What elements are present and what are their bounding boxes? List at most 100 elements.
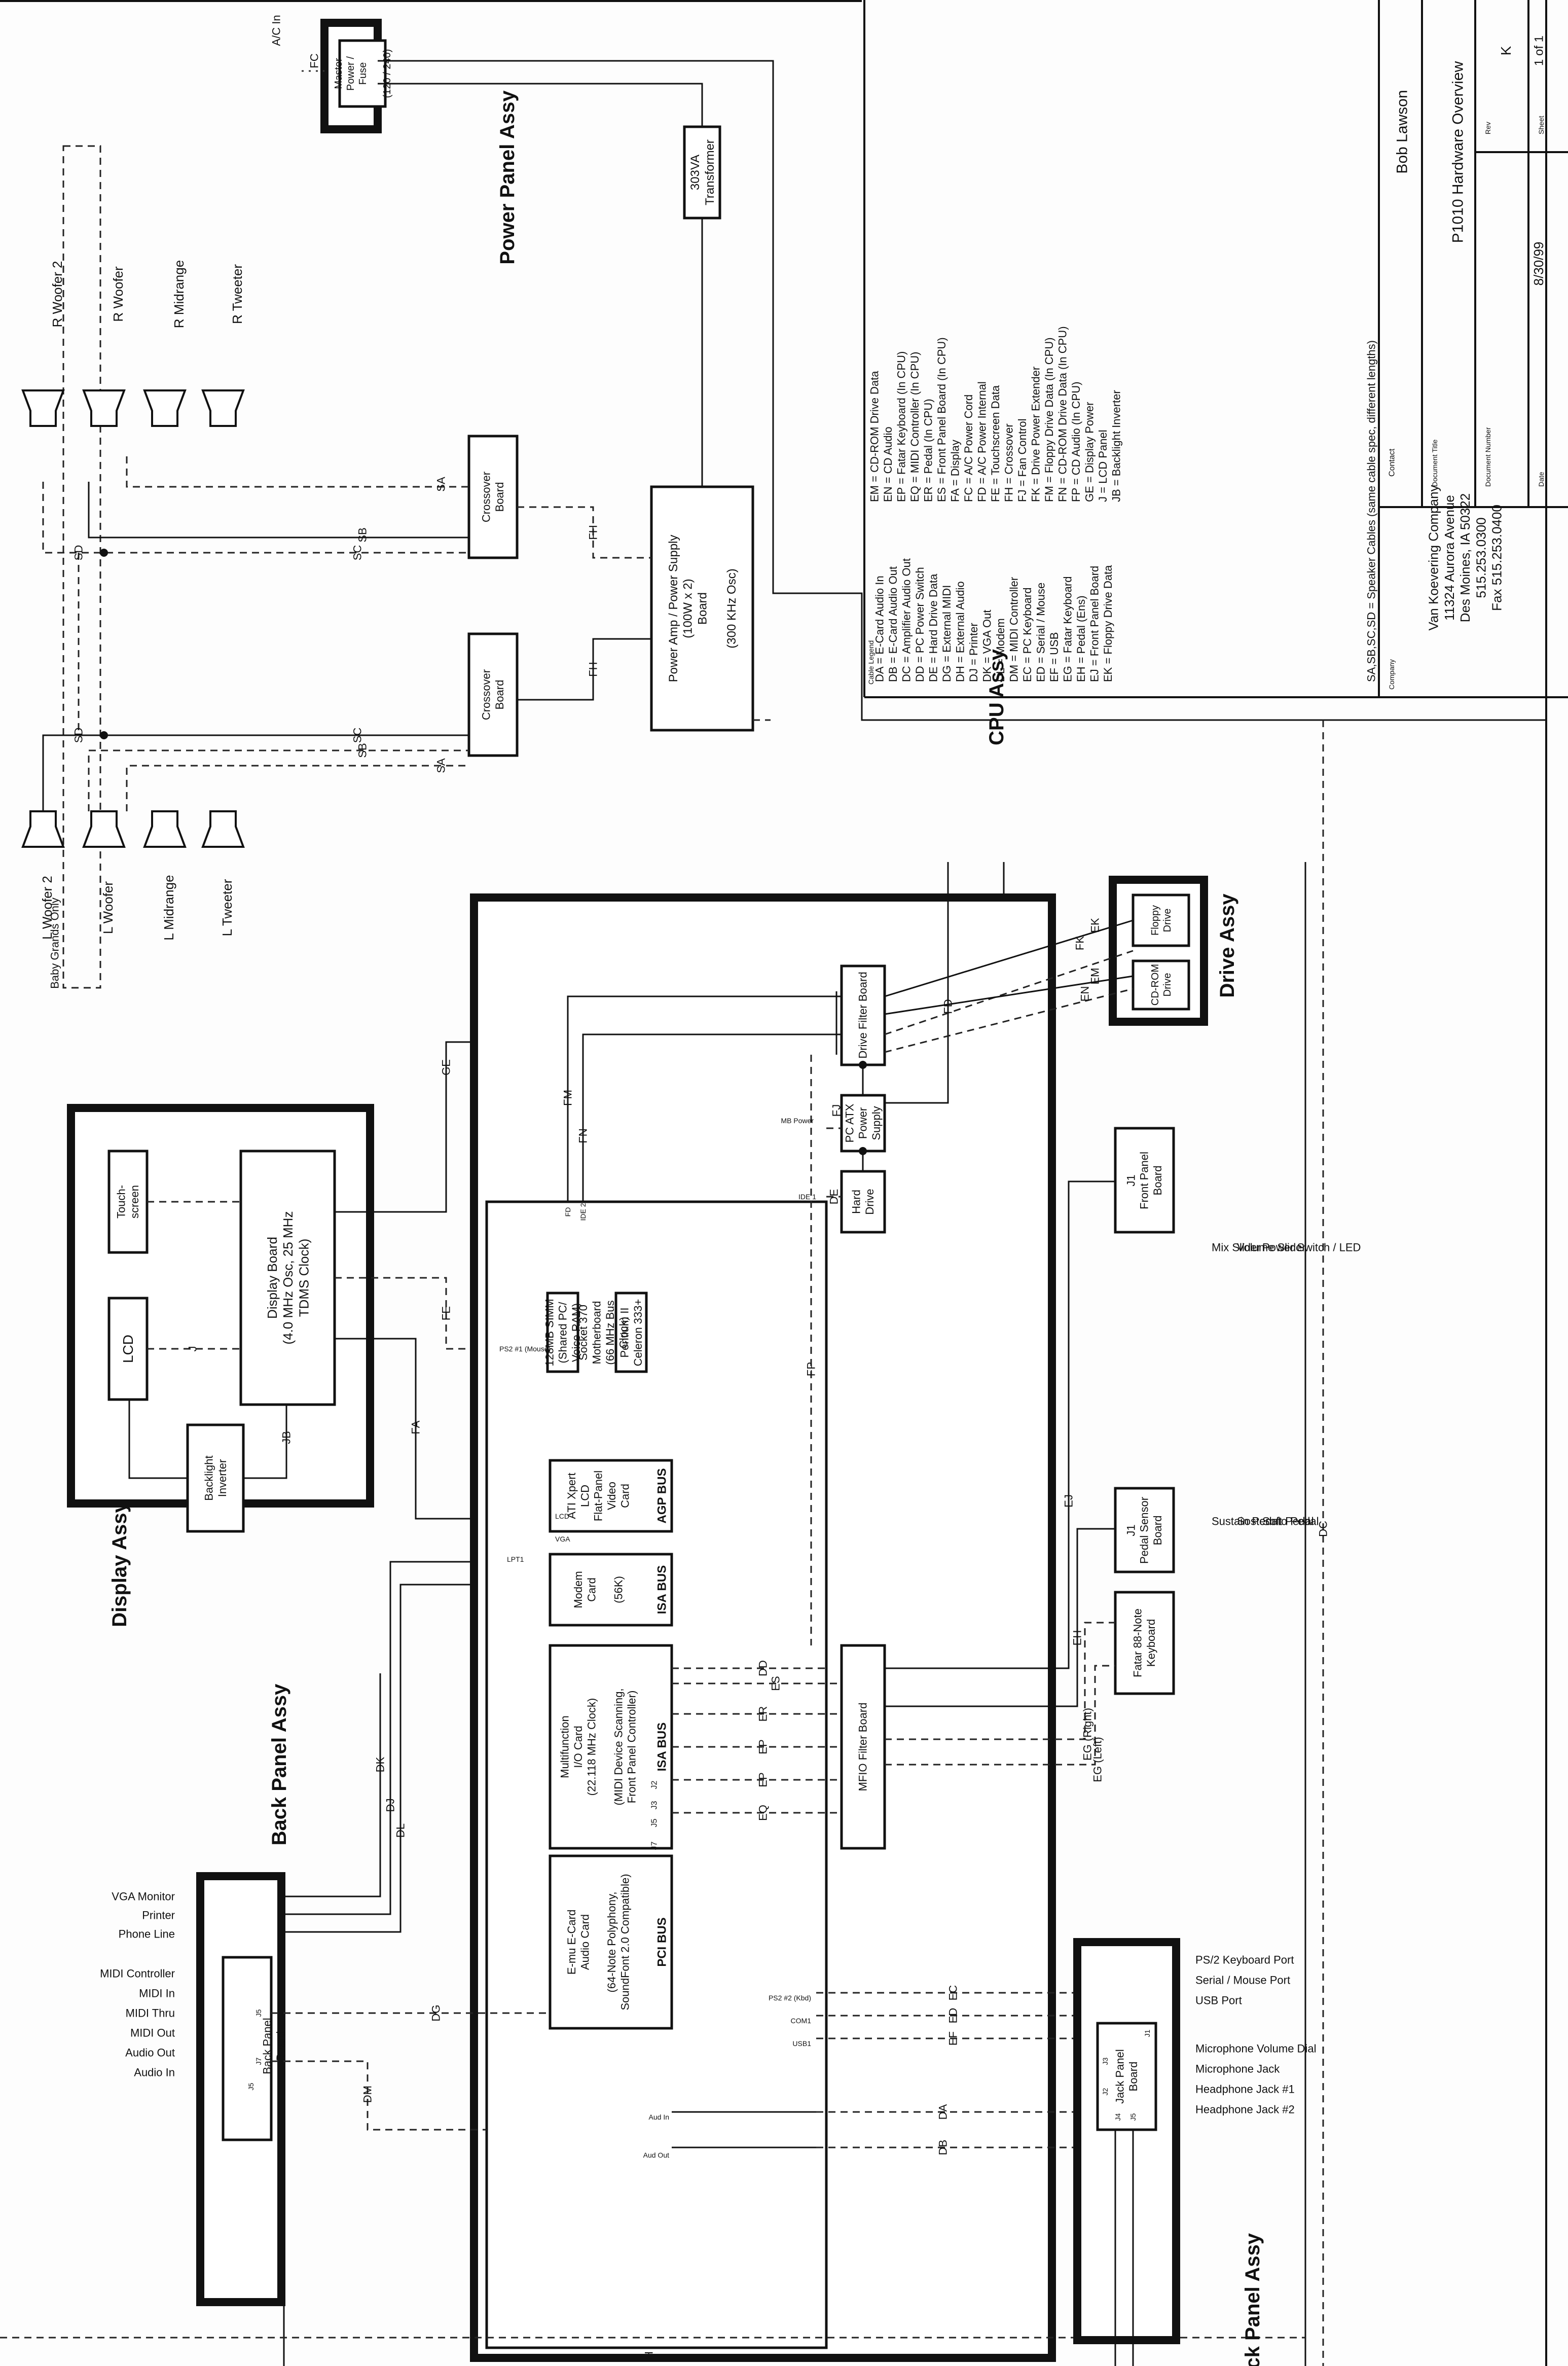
fatar-keyboard-box[interactable]	[1114, 1591, 1175, 1695]
port-lcd-line: LCD	[555, 1512, 569, 1520]
simm-box[interactable]	[546, 1292, 579, 1373]
cpu-chip-box[interactable]	[614, 1292, 648, 1373]
cable-dd-line: DD	[757, 1660, 770, 1676]
sheet-label-line: Sheet	[1537, 116, 1545, 134]
front-panel-board-box[interactable]	[1114, 1127, 1175, 1234]
cable-dj-line: DJ	[384, 1799, 397, 1812]
pedal-sensor-label-line: Board	[1151, 1516, 1164, 1546]
junction-left-woofer	[100, 731, 108, 739]
crossover-board-right[interactable]	[467, 435, 519, 559]
power-amp-box[interactable]	[650, 485, 754, 732]
modem-card-box[interactable]	[549, 1553, 673, 1627]
master-power-box[interactable]	[338, 39, 387, 108]
back-panel-item-line: Audio In	[134, 2066, 175, 2079]
drive-assy-title-line: Drive Assy	[1216, 893, 1238, 998]
jack-panel-item-line: Serial / Mouse Port	[1195, 1974, 1290, 1987]
legend-entry-line: FE = Touchscreen Data	[989, 385, 1002, 502]
cable-fj: FJ	[830, 1104, 843, 1117]
pedal-item: Sostenuto Pedal	[1237, 1515, 1319, 1528]
modem-label-line: Modem	[572, 1571, 585, 1608]
wire-dk	[281, 1673, 381, 1897]
port-ide1-line: IDE 1	[798, 1193, 816, 1201]
back-panel-item-line: Audio Out	[125, 2047, 175, 2059]
pedal-sensor-board-box[interactable]	[1114, 1487, 1175, 1573]
cable-dm-line: DM	[361, 2086, 374, 2103]
agp-bus-label: AGP BUS	[655, 1468, 669, 1524]
pci-bus-label-line: PCI BUS	[655, 1917, 669, 1966]
port-j3: J3	[650, 1801, 659, 1809]
jack-panel-item: USB Port	[1195, 1994, 1242, 2007]
date-label-line: Date	[1537, 472, 1545, 487]
hard-drive-box[interactable]	[840, 1170, 886, 1234]
port-vga-line: VGA	[555, 1535, 570, 1543]
port-mb-power-line: MB Power	[781, 1117, 814, 1125]
legend-entry-line: EN = CD Audio	[882, 426, 894, 502]
lcd-box[interactable]	[107, 1297, 149, 1401]
cable-sb-l-line: SB	[356, 743, 369, 758]
rev-value: K	[1498, 46, 1514, 55]
company-address-line: Fax 515.253.0400	[1489, 505, 1505, 611]
legend-entry: EF = USB	[1048, 632, 1061, 682]
port-usb1-line: USB1	[792, 2039, 811, 2048]
port-jp-j3: J3	[1101, 2057, 1109, 2065]
motherboard-label-line: Clock)	[617, 1317, 630, 1348]
speaker-right-label-line: R Midrange	[171, 260, 187, 328]
back-panel-item-line: Printer	[142, 1909, 175, 1922]
rev-value-line: K	[1498, 46, 1514, 55]
crossover-board-left[interactable]	[467, 632, 519, 757]
floppy-drive-box[interactable]	[1132, 893, 1190, 947]
company-address-line: Des Moines, IA 50322	[1457, 493, 1473, 622]
simm-label-line: (Shared PC/	[557, 1302, 569, 1364]
cable-eg-l-line: EG (Left)	[1091, 1737, 1104, 1782]
cable-h: H	[643, 2351, 655, 2359]
legend-entry: EJ = Front Panel Board	[1088, 566, 1101, 682]
video-card-box[interactable]	[549, 1459, 673, 1533]
wire-sa-right	[126, 456, 469, 488]
pc-atx-label-line: Power	[857, 1107, 869, 1139]
doc-number-label-line: Document Number	[1484, 427, 1492, 487]
back-panel-board-box[interactable]	[222, 1956, 273, 2141]
touchscreen-label: Touch-screen	[115, 1185, 141, 1218]
port-lpt1-line: LPT1	[507, 1555, 524, 1563]
cable-es-line: ES	[770, 1676, 782, 1691]
cable-fa-line: FA	[410, 1420, 422, 1434]
cable-fk: FK	[1074, 936, 1086, 950]
jack-panel-board-label-line: Board	[1127, 2062, 1140, 2092]
cdrom-drive-box[interactable]	[1132, 959, 1190, 1011]
cable-fh-l: FH	[587, 662, 600, 676]
legend-entry-line: DB = E-Card Audio Out	[887, 566, 899, 682]
doc-title-label-line: Document Title	[1431, 439, 1439, 487]
port-ps2-1-line: PS2 #1 (Mouse)	[499, 1345, 551, 1353]
back-panel-item: Printer	[142, 1909, 175, 1922]
speaker-right-icon	[201, 389, 245, 427]
wire-ek	[884, 919, 1134, 997]
speaker-right-label-line: R Woofer	[111, 266, 126, 322]
master-power-label-line: Power /	[345, 56, 356, 91]
fatar-label-line: Keyboard	[1145, 1619, 1157, 1667]
mfio-card-label-line: Multifunction	[559, 1715, 571, 1778]
legend-entry: DA = E-Card Audio In	[873, 576, 886, 682]
port-jp-j4: J4	[1114, 2113, 1122, 2121]
speaker-right-label-line: R Woofer 2	[50, 261, 65, 327]
cable-ej-line: EJ	[1063, 1494, 1075, 1508]
emu-card-box[interactable]	[549, 1854, 673, 2030]
mfio-filter-board-box[interactable]	[840, 1644, 886, 1850]
wire-ej	[885, 1180, 1115, 1669]
cable-ep2-line: EP	[757, 1772, 770, 1787]
jack-panel-board-box[interactable]	[1096, 2022, 1157, 2131]
speaker-right-icon	[82, 389, 126, 427]
video-card-label-line: ATI Xpert	[565, 1473, 578, 1519]
power-amp-label-line: (100W x 2)	[681, 579, 695, 638]
mfio-card-box[interactable]	[549, 1644, 673, 1850]
port-ps2-2: PS2 #2 (Kbd)	[769, 1994, 811, 2002]
cable-fp: FP	[805, 1362, 818, 1376]
port-lcd: LCD	[555, 1512, 569, 1520]
display-board-label-line: Display Board	[265, 1237, 280, 1319]
wire-dj	[281, 1561, 474, 1915]
port-jp-j2-line: J2	[1101, 2088, 1109, 2095]
port-jp-j1: J1	[1143, 2029, 1151, 2037]
